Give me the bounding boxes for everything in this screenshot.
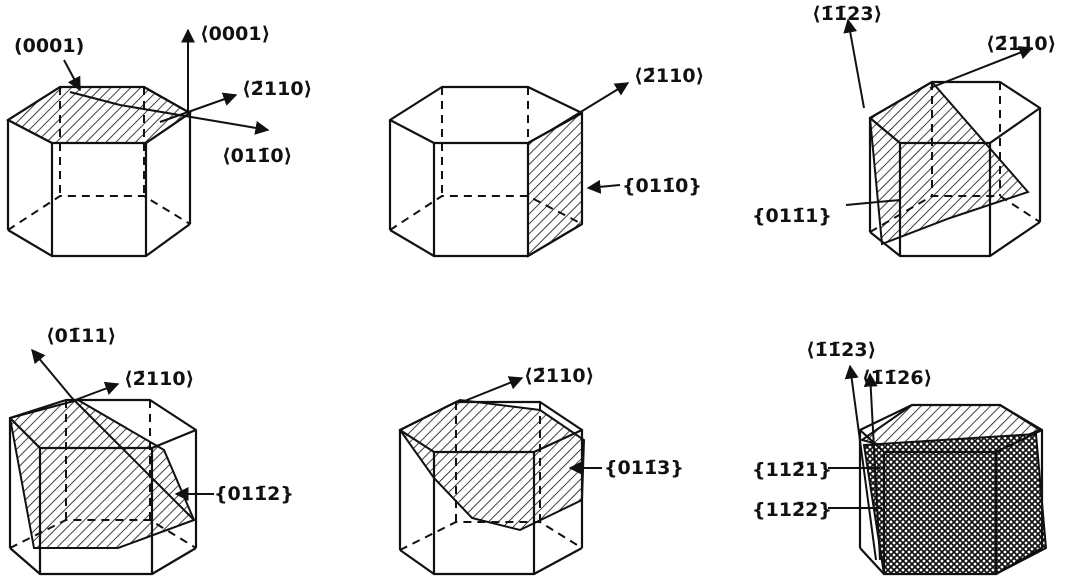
direction-label-c-plus-a: ⟨01̄11⟩ [46,325,116,347]
hidden-edges [9,400,197,549]
direction-label-c-axis: ⟨0001⟩ [200,23,270,45]
direction-label-a: ⟨2̄110⟩ [986,33,1056,55]
plane-label-pyramidal-3: {011̄3} [604,457,684,479]
hidden-edges [869,82,1041,233]
direction-label-c-plus-a: ⟨1̄1̄23⟩ [806,339,876,361]
direction-label-a: ⟨2̄110⟩ [524,365,594,387]
crosshatched-plane [862,432,1048,575]
hidden-edges [399,402,583,551]
plane-label-pyramidal-4a: {112̄1} [752,459,832,481]
panel-pyramidal-1: ⟨1̄1̄23⟩ ⟨2̄110⟩ {011̄1} [752,3,1056,258]
hidden-edges [7,87,191,231]
direction-label-prism-dir: ⟨011̄0⟩ [222,145,292,167]
hatched-plane [8,398,196,549]
panel-pyramidal-4: ⟨1̄1̄23⟩ ⟨1̄1̄26⟩ {112̄1} {112̄2} [752,339,1048,576]
panel-pyramidal-2: ⟨01̄11⟩ ⟨2̄110⟩ {011̄2} [8,325,294,576]
direction-label-a: ⟨2̄110⟩ [242,78,312,100]
direction-label-a: ⟨2̄110⟩ [124,368,194,390]
plane-label-pyramidal-2: {011̄2} [214,483,294,505]
hatched-plane [868,80,1030,246]
plane-label-basal: (0001) [14,35,84,57]
panel-prism: ⟨2̄110⟩ {011̄0} [388,65,704,258]
hatched-plane [398,398,586,532]
plane-label-pyramidal-4b: {112̄2} [752,499,832,521]
direction-label-a: ⟨2̄110⟩ [634,65,704,87]
plane-label-pyramidal-1: {011̄1} [752,205,832,227]
panel-basal: (0001) ⟨0001⟩ ⟨2̄110⟩ ⟨011̄0⟩ [6,23,312,258]
hidden-edges [389,87,583,231]
plane-label-prism: {011̄0} [622,175,702,197]
panel-pyramidal-3: ⟨2̄110⟩ {011̄3} [398,365,684,576]
direction-label-c-plus-a: ⟨1̄1̄23⟩ [812,3,882,25]
direction-label-c-plus-2a: ⟨1̄1̄26⟩ [862,367,932,389]
hatched-plane [527,111,583,258]
crystal-outline [858,403,1044,576]
